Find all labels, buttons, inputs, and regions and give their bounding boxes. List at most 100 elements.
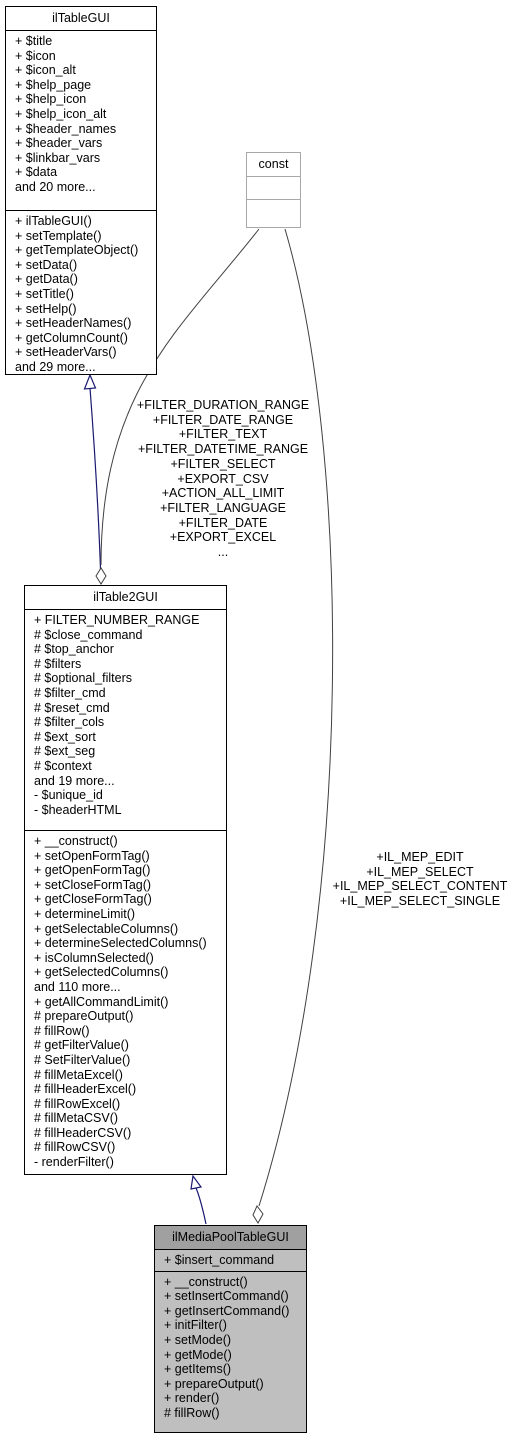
edge-label-item: +FILTER_TEXT	[178, 427, 268, 442]
operation: + determineSelectedColumns()	[34, 936, 207, 951]
operation: # fillRowCSV()	[34, 1140, 116, 1155]
operation: + isColumnSelected()	[34, 950, 154, 965]
operation: # SetFilterValue()	[34, 1052, 131, 1067]
edge-label-ellipsis: ...	[217, 545, 229, 560]
attribute: # $optional_filters	[34, 671, 132, 686]
operation: + getInsertCommand()	[164, 1303, 290, 1318]
operation: + initFilter()	[164, 1318, 227, 1333]
attribute: # $close_command	[34, 627, 143, 642]
operation: + setHeaderVars()	[15, 345, 117, 360]
attribute: + $help_page	[15, 77, 92, 92]
operation: + getSelectedColumns()	[34, 965, 169, 980]
attribute: + $help_icon_alt	[15, 106, 107, 121]
operation: + __construct()	[34, 834, 118, 848]
usage-diamond-mediapool	[252, 1205, 264, 1224]
operation: # fillHeaderExcel()	[34, 1082, 137, 1097]
edge-label-item: +EXPORT_CSV	[177, 471, 269, 486]
class-box-iltablegui[interactable]: ilTableGUI + $title + $icon + $icon_alt …	[5, 6, 157, 375]
edge-label-item: +FILTER_SELECT	[170, 456, 276, 471]
operation: + render()	[164, 1391, 220, 1406]
edge-label-item: +ACTION_ALL_LIMIT	[161, 486, 285, 501]
operation: + getMode()	[164, 1347, 232, 1362]
attribute: + $header_vars	[15, 136, 103, 151]
operation: + setTitle()	[15, 286, 74, 301]
operation: + determineLimit()	[34, 906, 136, 921]
operation: # fillHeaderCSV()	[34, 1125, 132, 1140]
operation: + getColumnCount()	[15, 330, 128, 345]
attribute: + $insert_command	[164, 1253, 275, 1267]
attribute: + FILTER_NUMBER_RANGE	[34, 613, 200, 627]
class-name: ilMediaPoolTableGUI	[155, 1226, 306, 1250]
operation: # fillMetaCSV()	[34, 1111, 119, 1126]
edge-label-item: +FILTER_LANGUAGE	[160, 500, 286, 515]
operation: # fillMetaExcel()	[34, 1067, 123, 1082]
edge-label-item: +IL_MEP_SELECT_CONTENT	[332, 879, 508, 894]
attribute-more: and 20 more...	[15, 179, 96, 194]
attribute: + $header_names	[15, 121, 117, 136]
inheritance-arrowhead-tablegui	[83, 373, 97, 390]
edge-label-item: +FILTER_DATE_RANGE	[152, 412, 294, 427]
operation: + setHeaderNames()	[15, 316, 132, 331]
operation: + getAllCommandLimit()	[34, 994, 169, 1009]
attribute: + $icon_alt	[15, 63, 76, 78]
operation: # fillRow()	[34, 1023, 90, 1038]
attribute: # $ext_seg	[34, 744, 96, 759]
edge-label-item: +IL_MEP_SELECT	[366, 864, 474, 879]
class-name: ilTable2GUI	[25, 586, 226, 610]
operation: + setInsertCommand()	[164, 1289, 289, 1304]
inheritance-edge-mediapool-to-table2	[195, 1187, 207, 1225]
operation: - renderFilter()	[34, 1155, 114, 1170]
class-name: ilTableGUI	[6, 7, 156, 31]
attributes-section: + FILTER_NUMBER_RANGE # $close_command #…	[25, 610, 226, 830]
attribute: + $title	[15, 34, 53, 48]
attribute: # $filter_cols	[34, 715, 105, 730]
usage-edge-const-to-mediapool	[258, 228, 334, 1207]
attribute: # $filter_cmd	[34, 685, 106, 700]
empty-attributes-section	[247, 177, 300, 200]
operations-section: + __construct() + setInsertCommand() + g…	[155, 1270, 306, 1424]
operation: + getTemplateObject()	[15, 243, 139, 258]
inheritance-edge-table2-to-tablegui	[89, 387, 102, 585]
attribute: # $context	[34, 758, 92, 773]
edge-label-item: +IL_MEP_EDIT	[376, 850, 464, 864]
operation: + setTemplate()	[15, 228, 102, 243]
operation: + setOpenFormTag()	[34, 848, 150, 863]
edge-label-const-to-mediapool: +IL_MEP_EDIT +IL_MEP_SELECT +IL_MEP_SELE…	[322, 850, 518, 909]
empty-operations-section	[247, 200, 300, 222]
operations-section: + ilTableGUI() + setTemplate() + getTemp…	[6, 210, 156, 378]
operation: + setMode()	[164, 1332, 232, 1347]
attribute: # $reset_cmd	[34, 700, 110, 715]
operation: + getItems()	[164, 1362, 232, 1377]
operation-more: and 29 more...	[15, 359, 96, 374]
edge-label-item: +FILTER_DATETIME_RANGE	[137, 442, 309, 457]
operation: # prepareOutput()	[34, 1009, 134, 1024]
operation: + setHelp()	[15, 301, 77, 316]
attribute: # $filters	[34, 656, 82, 671]
edge-label-item: +FILTER_DURATION_RANGE	[136, 398, 310, 412]
edge-label-item: +IL_MEP_SELECT_SINGLE	[339, 894, 501, 909]
operation: + getOpenFormTag()	[34, 863, 151, 878]
class-box-iltable2gui[interactable]: ilTable2GUI + FILTER_NUMBER_RANGE # $clo…	[24, 585, 227, 1175]
operation: + getSelectableColumns()	[34, 921, 179, 936]
operations-section: + __construct() + setOpenFormTag() + get…	[25, 830, 226, 1173]
attribute: + $help_icon	[15, 92, 87, 107]
operation-more: and 110 more...	[34, 979, 121, 994]
class-box-ilmediapooltablegui[interactable]: ilMediaPoolTableGUI + $insert_command + …	[154, 1225, 307, 1433]
operation: + __construct()	[164, 1274, 248, 1289]
attribute-more: and 19 more...	[34, 773, 115, 788]
inheritance-arrowhead-table2	[190, 1174, 203, 1190]
class-box-const[interactable]: const	[246, 152, 301, 228]
attributes-section: + $insert_command	[155, 1250, 306, 1271]
class-name: const	[247, 153, 300, 177]
edge-label-item: +FILTER_DATE	[178, 515, 268, 530]
operation: + setData()	[15, 257, 78, 272]
operation: + ilTableGUI()	[15, 214, 92, 228]
edge-label-const-to-table2: +FILTER_DURATION_RANGE +FILTER_DATE_RANG…	[127, 398, 319, 560]
attribute: + $data	[15, 165, 58, 180]
edge-label-item: +EXPORT_EXCEL	[169, 530, 277, 545]
operation: + prepareOutput()	[164, 1376, 264, 1391]
operation: + getCloseFormTag()	[34, 892, 152, 907]
operation: # fillRow()	[164, 1405, 220, 1420]
attributes-section: + $title + $icon + $icon_alt + $help_pag…	[6, 31, 156, 210]
